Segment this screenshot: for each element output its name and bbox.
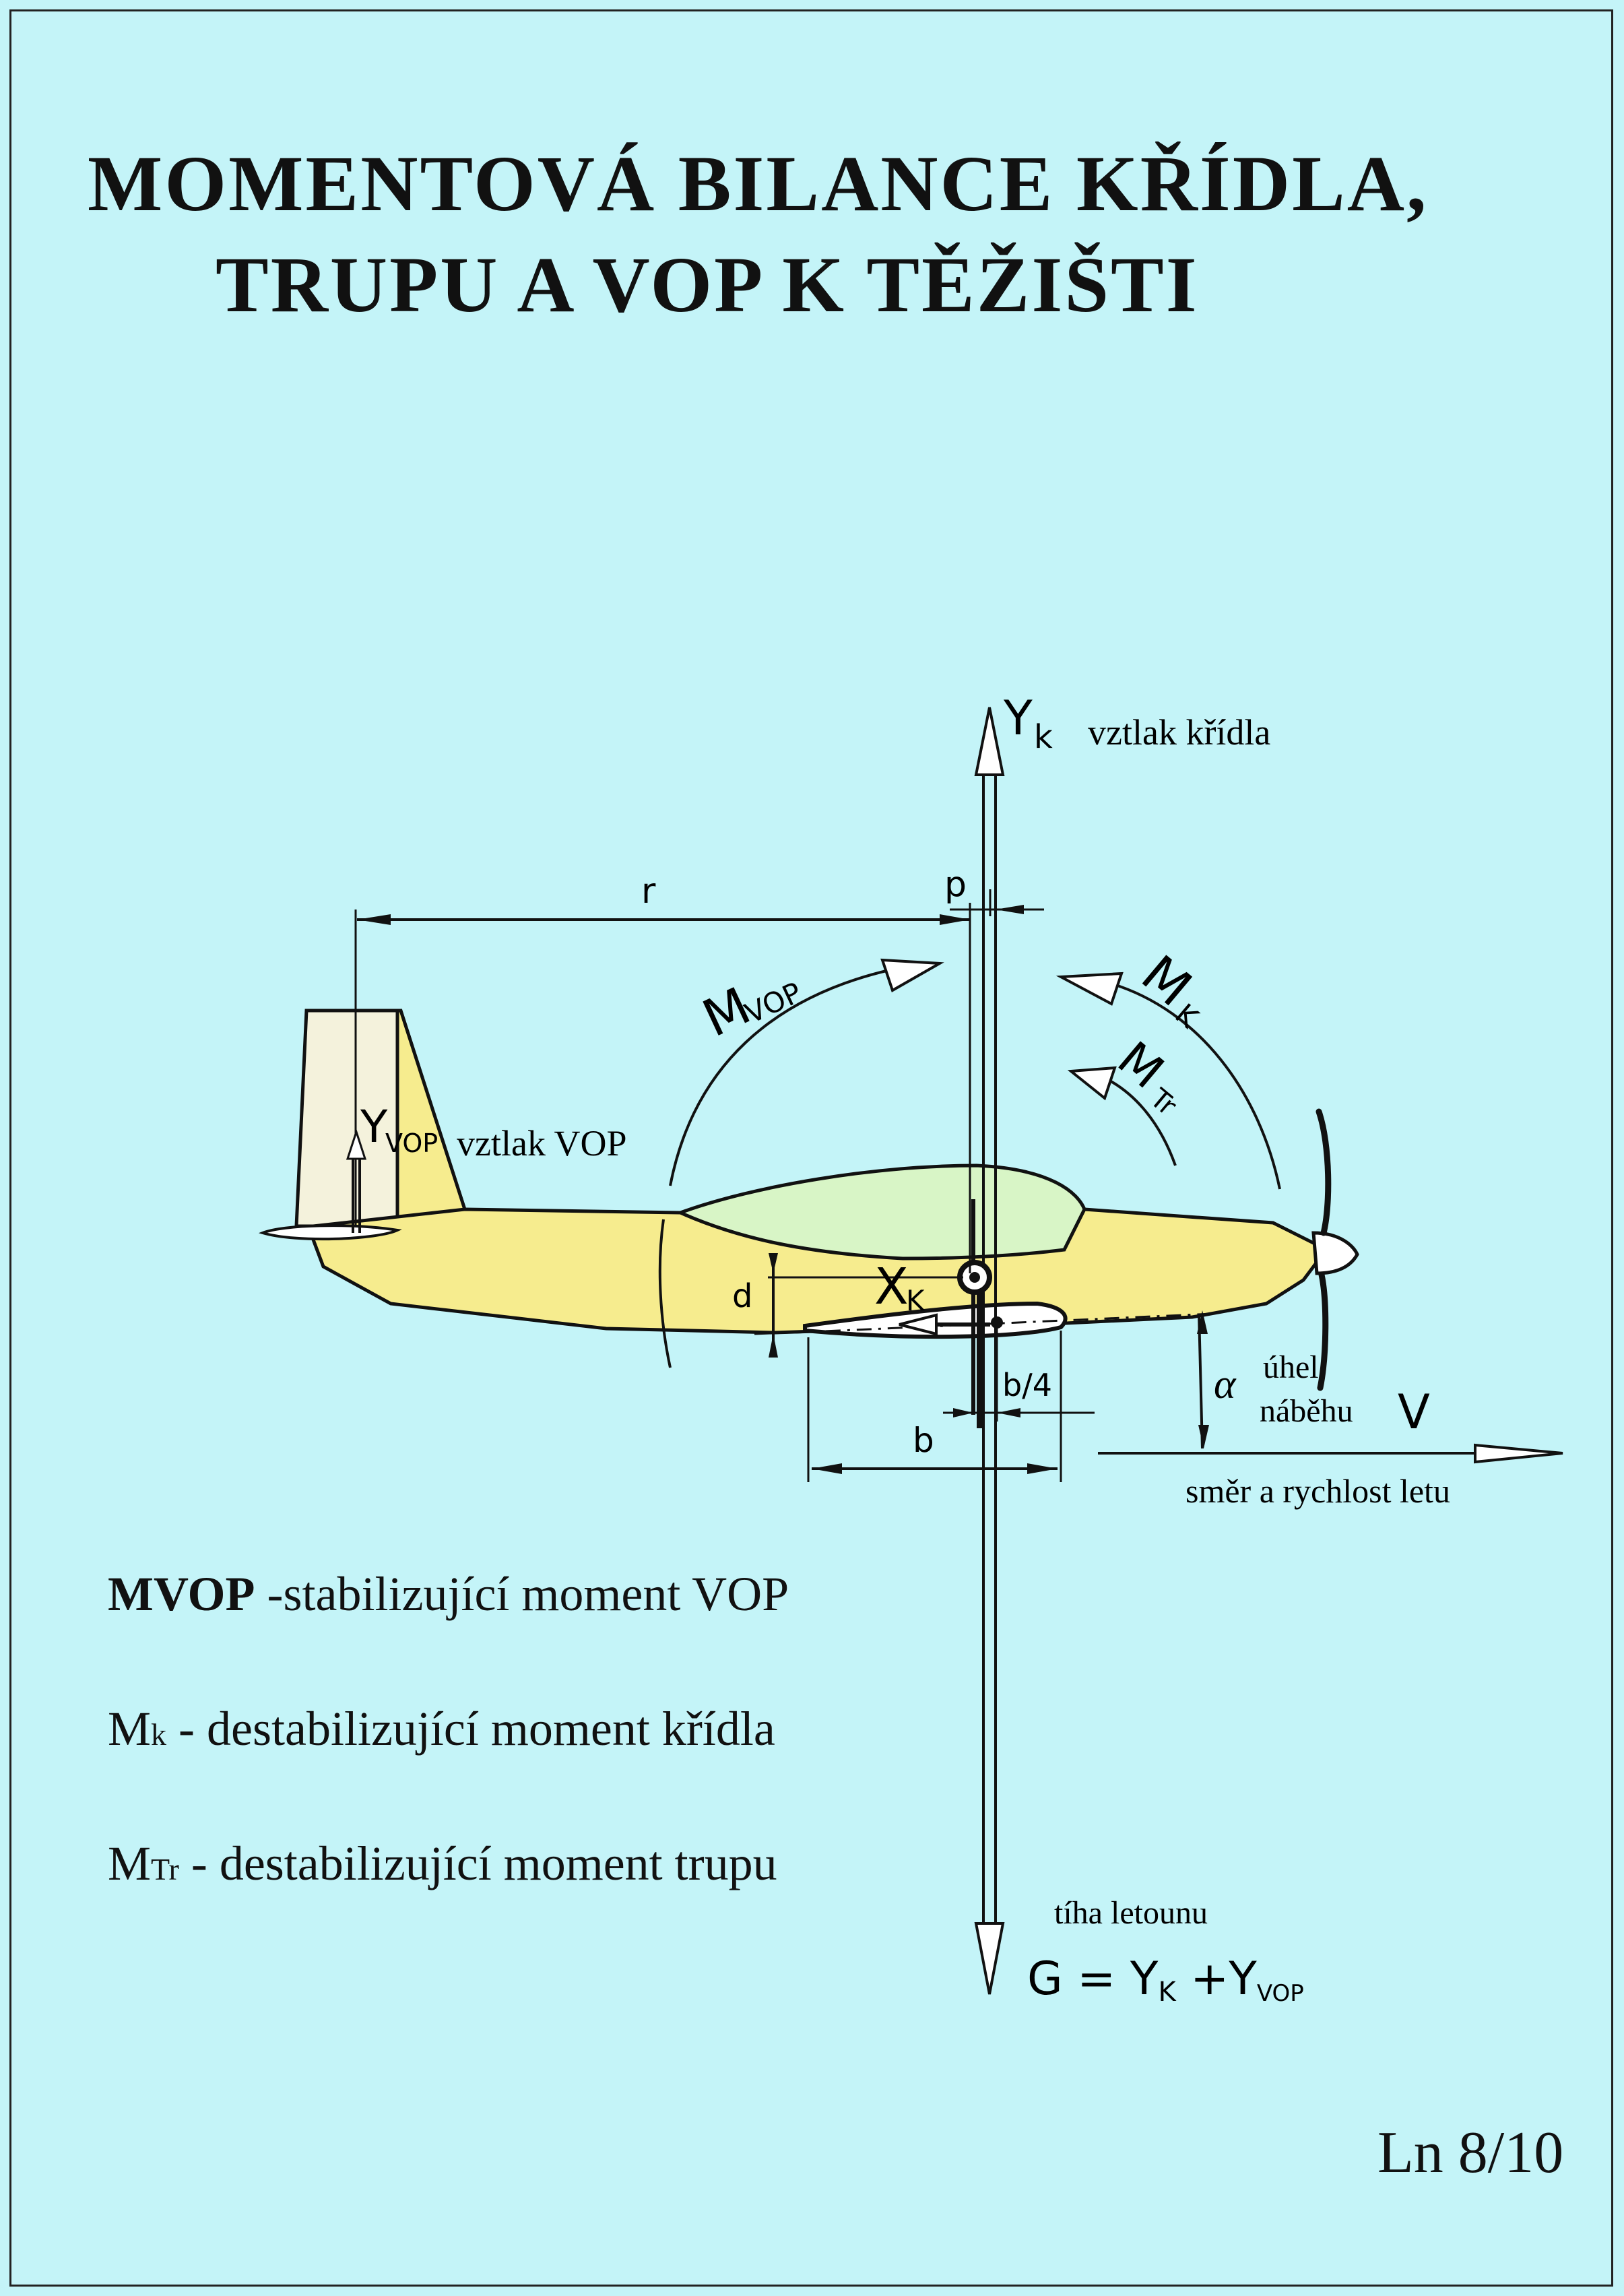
title-line-2: TRUPU A VOP K TĚŽIŠTI [216,241,1199,329]
legend-item-mk: Mk - destabilizující moment křídla [108,1701,775,1757]
angle-of-attack [1197,1310,1209,1449]
p-label: p [944,864,967,905]
xk-drag-arrow [899,1313,990,1336]
legend-item-mvop: MVOP -stabilizující moment VOP [108,1566,789,1622]
aerodynamic-center-dot [991,1316,1003,1329]
xk-symbol: X [874,1258,909,1316]
center-of-gravity-symbol [957,1260,992,1295]
yk-symbol: Y [1003,691,1033,746]
legend-mvop-text: -stabilizující moment VOP [255,1567,789,1621]
r-label: r [641,871,656,912]
yvop-subscript: VOP [385,1128,438,1158]
propeller [1316,1108,1332,1391]
chord-line [794,1312,1213,1334]
dimension-r [354,903,971,1273]
angle-label-line1: úhel [1263,1349,1319,1385]
airplane [258,1009,1359,1391]
legend-mk-text: - destabilizující moment křídla [166,1702,775,1756]
angle-label-line2: náběhu [1260,1393,1353,1429]
yvop-description: vztlak VOP [457,1123,627,1163]
m-vop-arc [669,958,944,1186]
m-vop-subscript: VOP [740,976,807,1030]
page-border [9,9,1613,2287]
m-k-arc [1055,971,1281,1190]
velocity-arrow [1098,1443,1563,1464]
v-label: V [1398,1384,1430,1440]
fuselage-section-arc [658,1219,672,1368]
d-label: d [732,1277,752,1315]
b-label: b [913,1421,934,1460]
legend-mtr-text: - destabilizující moment trupu [178,1837,777,1890]
dimension-b [807,1331,1062,1482]
legend-mk-symbol: M [108,1702,152,1756]
weight-description: tíha letounu [1054,1895,1208,1931]
legend-mtr-symbol: M [108,1837,152,1890]
vertical-fin [395,1009,467,1229]
dimension-p [950,889,1044,916]
yk-description: vztlak křídla [1088,712,1270,753]
m-tr-arc [1067,1066,1177,1166]
b4-label: b/4 [1002,1367,1052,1403]
xk-subscript: K [906,1284,925,1317]
page-number: Ln 8/10 [1377,2120,1564,2186]
legend-mvop-subscript: VOP [153,1567,255,1621]
dimension-b4 [943,1324,1095,1422]
legend-mk-subscript: k [151,1717,167,1752]
yk-subscript: k [1034,718,1053,756]
fuselage-ref-line [754,1330,822,1335]
g-arrow-head [974,1922,1005,1995]
direction-label: směr a rychlost letu [1185,1472,1450,1510]
horizontal-stabilizer [258,1224,402,1241]
legend-mvop-symbol: M [108,1567,154,1621]
legend-item-mtr: MTr - destabilizující moment trupu [108,1836,777,1892]
yvop-arrow [346,1128,367,1233]
alpha-symbol: α [1214,1362,1237,1407]
spinner [1311,1231,1359,1275]
yvop-symbol: Y [360,1101,388,1153]
yk-arrow-head [974,707,1005,776]
title-line-1: MOMENTOVÁ BILANCE KŘÍDLA, [88,139,1429,228]
lift-weight-axis [971,707,1005,1995]
legend-mtr-subscript: Tr [151,1852,179,1886]
dimension-d [768,1253,963,1358]
g-equation: G = YK +YVOP [1027,1952,1304,2008]
